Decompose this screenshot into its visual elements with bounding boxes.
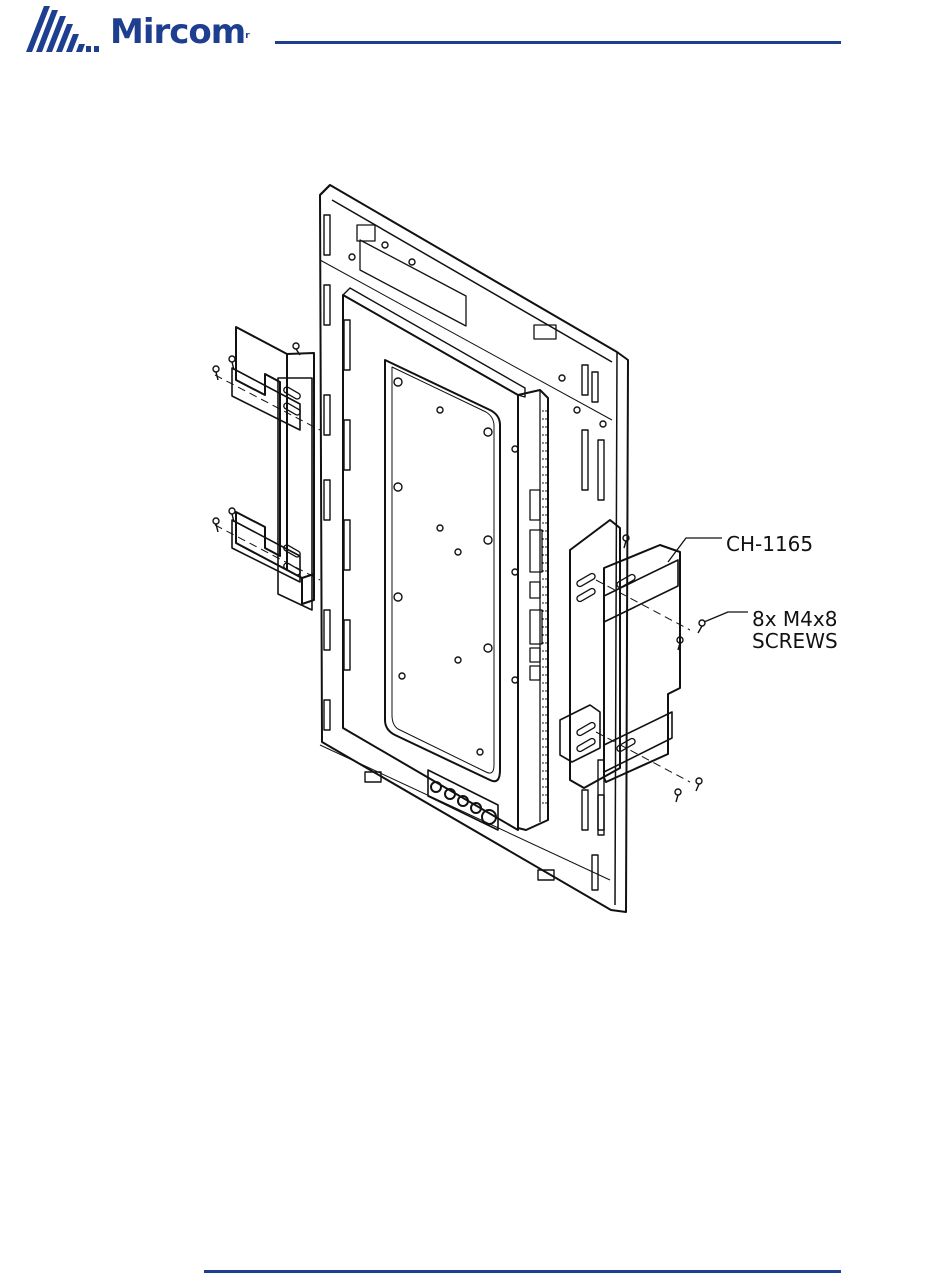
panel-holes bbox=[349, 242, 606, 755]
panel-bottom-feet bbox=[365, 772, 554, 880]
bracket-part-label: CH-1165 bbox=[726, 533, 813, 555]
controller-box bbox=[518, 390, 548, 830]
footer-rule bbox=[204, 1270, 841, 1273]
screws-label-line2: SCREWS bbox=[752, 630, 838, 652]
right-mounting-bracket bbox=[560, 520, 690, 788]
screws-label: 8x M4x8 SCREWS bbox=[752, 608, 838, 652]
screws-label-line1: 8x M4x8 bbox=[752, 608, 838, 630]
right-screws bbox=[623, 535, 705, 802]
left-mounting-bracket bbox=[215, 327, 320, 610]
recessed-back-panel bbox=[343, 288, 525, 830]
panel-right-slots bbox=[582, 365, 604, 890]
